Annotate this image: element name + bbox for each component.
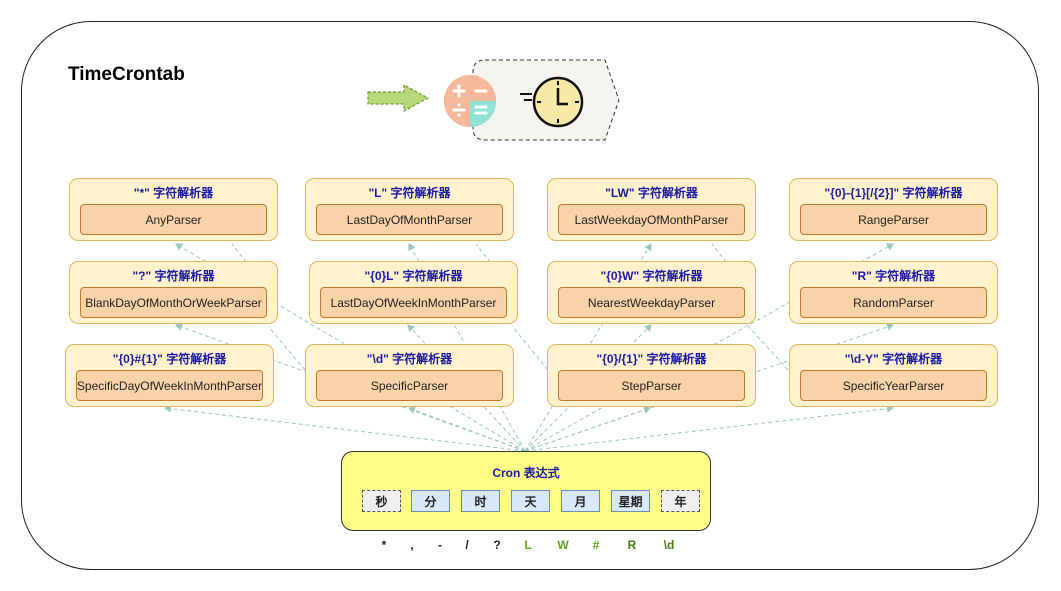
symbol-w: W <box>557 538 569 552</box>
parser-group-specific-day-of-week: "{0}#{1}" 字符解析器 SpecificDayOfWeekInMonth… <box>65 344 274 407</box>
symbol-asterisk: * <box>381 538 387 552</box>
parser-node[interactable]: BlankDayOfMonthOrWeekParser <box>80 287 267 318</box>
group-title: "LW" 字符解析器 <box>605 186 698 200</box>
parser-node[interactable]: LastDayOfMonthParser <box>316 204 503 235</box>
parser-node[interactable]: SpecificParser <box>316 370 503 401</box>
cron-field-second[interactable]: 秒 <box>362 490 401 512</box>
parser-group-random: "R" 字符解析器 RandomParser <box>789 261 998 324</box>
symbol-question: ? <box>493 538 501 552</box>
app-title: TimeCrontab <box>68 64 185 85</box>
symbol-comma: , <box>410 538 414 552</box>
parser-group-step: "{0}/{1}" 字符解析器 StepParser <box>547 344 756 407</box>
group-title: "R" 字符解析器 <box>851 269 936 283</box>
cron-field-month[interactable]: 月 <box>561 490 600 512</box>
parser-node[interactable]: LastDayOfWeekInMonthParser <box>320 287 507 318</box>
parser-node[interactable]: SpecificYearParser <box>800 370 987 401</box>
parser-group-last-weekday-of-month: "LW" 字符解析器 LastWeekdayOfMonthParser <box>547 178 756 241</box>
parser-group-last-day-of-month: "L" 字符解析器 LastDayOfMonthParser <box>305 178 514 241</box>
group-title: "?" 字符解析器 <box>132 269 215 283</box>
calculator-icon <box>444 75 496 127</box>
cron-field-minute[interactable]: 分 <box>411 490 450 512</box>
parser-group-blank-day: "?" 字符解析器 BlankDayOfMonthOrWeekParser <box>69 261 278 324</box>
group-title: "\d" 字符解析器 <box>366 352 453 366</box>
symbol-r: R <box>627 538 637 552</box>
connector-line <box>511 325 549 371</box>
connector-line <box>747 325 789 371</box>
cron-expression-box: Cron 表达式 秒 分 时 天 月 星期 年 <box>341 451 711 531</box>
symbol-dash: - <box>438 538 442 552</box>
parser-group-any: "*" 字符解析器 AnyParser <box>69 178 278 241</box>
group-title: "{0}#{1}" 字符解析器 <box>112 352 227 366</box>
parser-node[interactable]: RandomParser <box>800 287 987 318</box>
arrow-right-icon <box>367 83 430 113</box>
clock-icon <box>520 76 584 128</box>
group-title: "{0}W" 字符解析器 <box>600 269 703 283</box>
symbol-l: L <box>524 538 532 552</box>
parser-node[interactable]: NearestWeekdayParser <box>558 287 745 318</box>
parser-group-specific-year: "\d-Y" 字符解析器 SpecificYearParser <box>789 344 998 407</box>
cron-field-hour[interactable]: 时 <box>461 490 500 512</box>
group-title: "{0}L" 字符解析器 <box>364 269 463 283</box>
connector-line <box>267 325 306 371</box>
group-title: "{0}-{1}[/{2}]" 字符解析器 <box>824 186 963 200</box>
parser-group-nearest-weekday: "{0}W" 字符解析器 NearestWeekdayParser <box>547 261 756 324</box>
connector-line <box>164 404 526 452</box>
cron-field-day[interactable]: 天 <box>511 490 550 512</box>
parser-group-range: "{0}-{1}[/{2}]" 字符解析器 RangeParser <box>789 178 998 241</box>
symbol-digit: \d <box>663 538 675 552</box>
connector-line <box>524 404 894 452</box>
parser-node[interactable]: StepParser <box>558 370 745 401</box>
cron-title: Cron 表达式 <box>492 466 560 480</box>
parser-group-last-day-of-week: "{0}L" 字符解析器 LastDayOfWeekInMonthParser <box>309 261 518 324</box>
parser-node[interactable]: AnyParser <box>80 204 267 235</box>
cron-field-year[interactable]: 年 <box>661 490 700 512</box>
parser-node[interactable]: LastWeekdayOfMonthParser <box>558 204 745 235</box>
cron-field-week[interactable]: 星期 <box>611 490 650 512</box>
symbol-slash: / <box>465 538 469 552</box>
group-title: "L" 字符解析器 <box>368 186 451 200</box>
group-title: "{0}/{1}" 字符解析器 <box>596 352 707 366</box>
symbol-hash: # <box>592 538 600 552</box>
parser-node[interactable]: SpecificDayOfWeekInMonthParser <box>76 370 263 401</box>
group-title: "\d-Y" 字符解析器 <box>844 352 943 366</box>
parser-node[interactable]: RangeParser <box>800 204 987 235</box>
group-title: "*" 字符解析器 <box>133 186 214 200</box>
parser-group-specific: "\d" 字符解析器 SpecificParser <box>305 344 514 407</box>
